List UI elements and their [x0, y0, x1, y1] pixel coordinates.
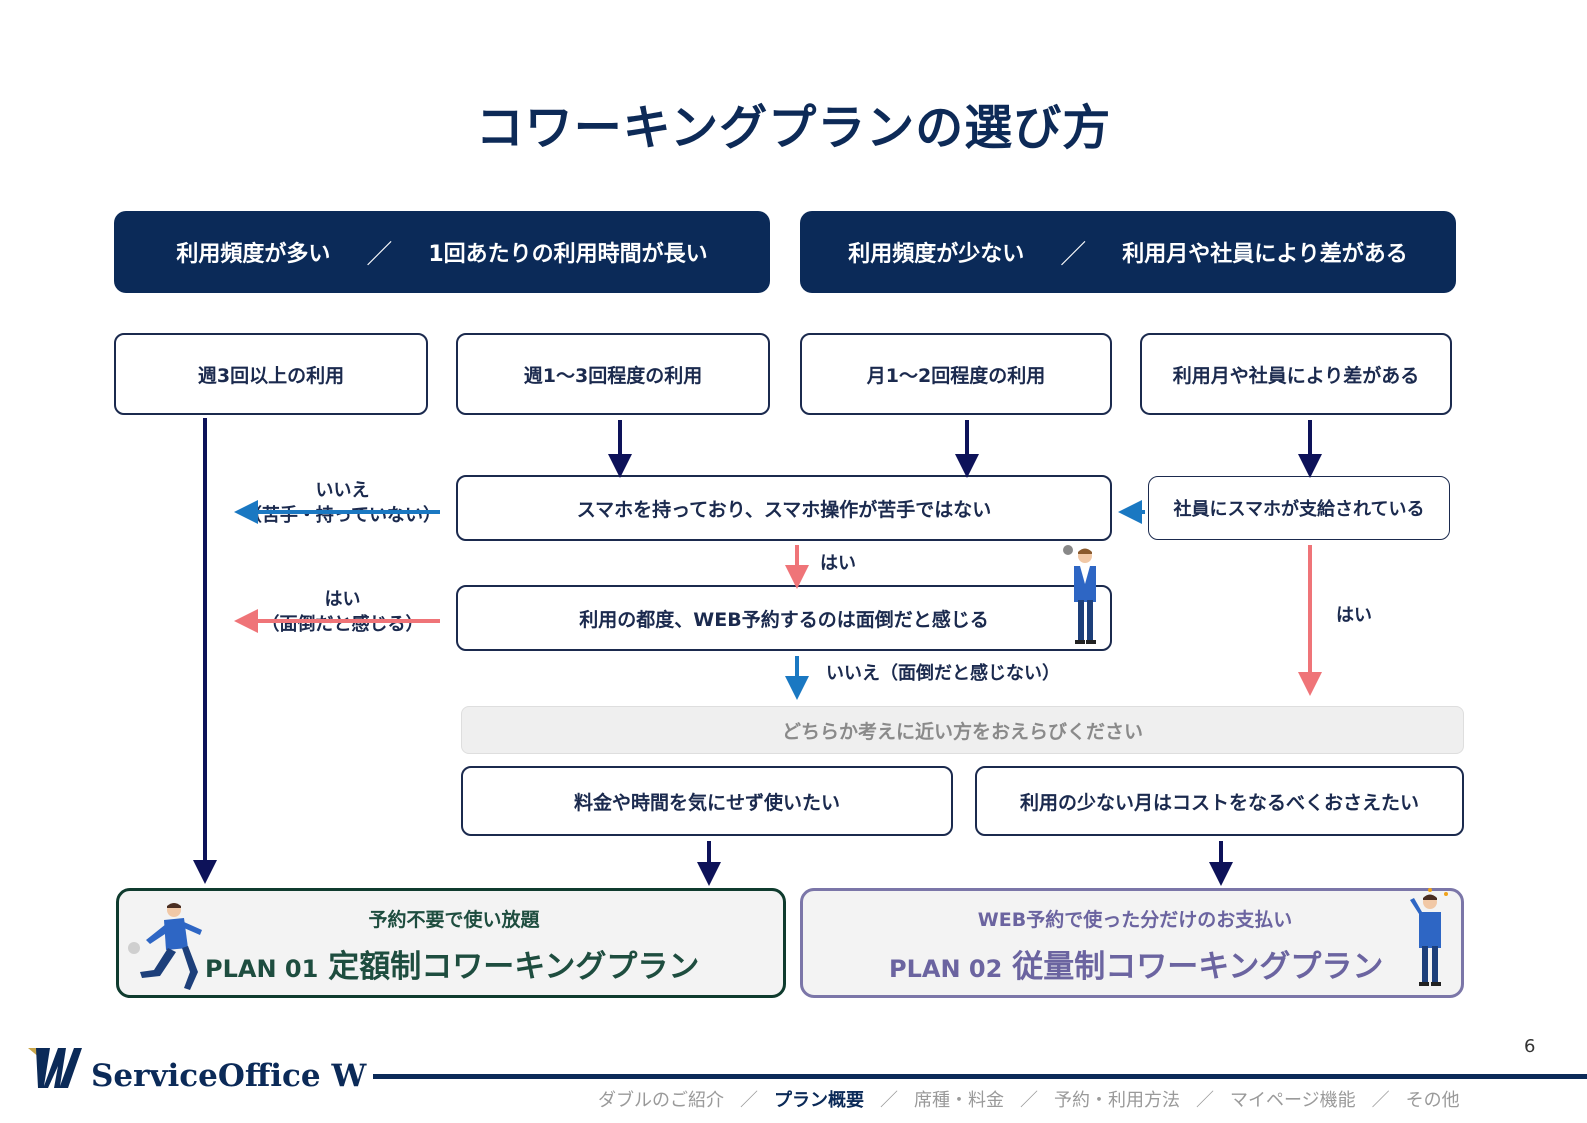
- page-number: 6: [1524, 1036, 1536, 1057]
- nav-separator: ／: [1371, 1090, 1390, 1111]
- box-varies: 利用月や社員により差がある: [1140, 333, 1452, 415]
- banner-right-b: 利用月や社員により差がある: [1122, 242, 1408, 267]
- nav-separator: ／: [740, 1090, 758, 1111]
- plan-01-name: 定額制コワーキングプラン: [328, 949, 700, 985]
- nav-item-5[interactable]: その他: [1405, 1090, 1460, 1111]
- nav-item-3[interactable]: 予約・利用方法: [1054, 1090, 1180, 1111]
- businessman-running-icon: [128, 903, 202, 990]
- box-monthly-1to2: 月1〜2回程度の利用: [800, 333, 1112, 415]
- banner-left-b: 1回あたりの利用時間が長い: [428, 242, 708, 267]
- label-yes-company-phone: はい: [1336, 605, 1372, 626]
- option-unlimited: 料金や時間を気にせず使いたい: [461, 766, 953, 836]
- question-web-hassle: 利用の都度、WEB予約するのは面倒だと感じる: [456, 585, 1112, 651]
- plan-01-card: 予約不要で使い放題 PLAN 01 定額制コワーキングプラン: [116, 888, 786, 998]
- label-no-hassle: いいえ（面倒だと感じない）: [826, 663, 1060, 684]
- label-yes-smartphone: はい: [820, 553, 856, 574]
- nav-item-4[interactable]: マイページ機能: [1230, 1090, 1356, 1111]
- plan-01-title: PLAN 01 定額制コワーキングプラン: [205, 941, 699, 986]
- businessman-thinking-icon: [1063, 545, 1096, 644]
- box-weekly-3plus: 週3回以上の利用: [114, 333, 428, 415]
- label-yes-text: はい: [324, 589, 361, 610]
- logo-text: ServiceOffice W: [91, 1058, 367, 1094]
- nav-separator: ／: [1020, 1090, 1038, 1111]
- nav-item-2[interactable]: 席種・料金: [914, 1090, 1004, 1111]
- question-smartphone: スマホを持っており、スマホ操作が苦手ではない: [456, 475, 1112, 541]
- plan-02-subtitle: WEB予約で使った分だけのお支払い: [977, 909, 1293, 931]
- banner-frequent-users: 利用頻度が多い ／ 1回あたりの利用時間が長い: [114, 211, 770, 293]
- plan-02-number: PLAN 02: [889, 955, 1003, 983]
- box-weekly-1to3: 週1〜3回程度の利用: [456, 333, 770, 415]
- page-title: コワーキングプランの選び方: [475, 100, 1112, 156]
- banner-right-sep: ／: [1060, 239, 1087, 270]
- footer-divider: [373, 1074, 1587, 1079]
- banner-infrequent-users: 利用頻度が少ない ／ 利用月や社員により差がある: [800, 211, 1456, 293]
- nav-separator: ／: [880, 1090, 898, 1111]
- choice-prompt: どちらか考えに近い方をおえらびください: [461, 706, 1464, 754]
- businessman-pointing-icon: [1410, 888, 1448, 986]
- plan-01-subtitle: 予約不要で使い放題: [368, 909, 540, 931]
- banner-left-a: 利用頻度が多い: [176, 242, 331, 267]
- plan-01-number: PLAN 01: [205, 955, 319, 983]
- label-no-text: いいえ: [315, 480, 370, 501]
- nav-item-1[interactable]: プラン概要: [774, 1090, 864, 1111]
- plan-02-card: WEB予約で使った分だけのお支払い PLAN 02 従量制コワーキングプラン: [800, 888, 1464, 998]
- nav-item-0[interactable]: ダブルのご紹介: [598, 1090, 724, 1111]
- footer-nav: ダブルのご紹介 ／ プラン概要 ／ 席種・料金 ／ 予約・利用方法 ／ マイページ機能 ／ その他: [598, 1086, 1460, 1112]
- banner-right-a: 利用頻度が少ない: [848, 242, 1025, 267]
- option-minimize-cost: 利用の少ない月はコストをなるべくおさえたい: [975, 766, 1464, 836]
- plan-02-name: 従量制コワーキングプラン: [1012, 949, 1384, 985]
- banner-left-sep: ／: [366, 239, 393, 270]
- logo-w-icon: [28, 1048, 82, 1088]
- plan-02-title: PLAN 02 従量制コワーキングプラン: [889, 941, 1383, 986]
- nav-separator: ／: [1196, 1090, 1214, 1111]
